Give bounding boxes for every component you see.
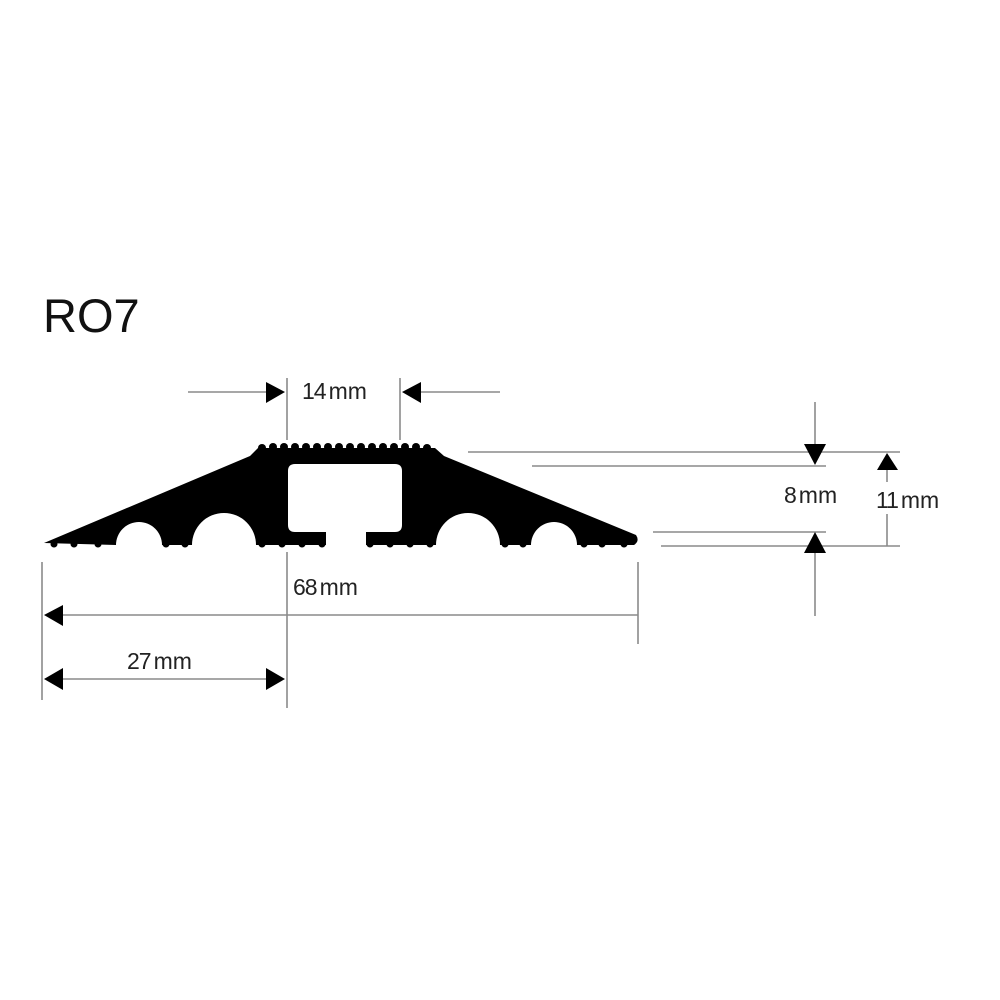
value: 68: [293, 574, 318, 600]
arrow-up-icon: [877, 453, 898, 470]
arrow-right-icon: [266, 668, 285, 690]
unit: mm: [319, 574, 358, 600]
unit: mm: [153, 648, 192, 674]
arrow-right-icon: [266, 382, 285, 403]
profile-shape: [44, 443, 638, 548]
unit: mm: [900, 487, 940, 513]
top-ridges: [258, 443, 431, 452]
value: 27: [127, 648, 152, 674]
bottom-feet: [50, 540, 628, 548]
value: 14: [302, 378, 327, 404]
product-title: RO7: [43, 289, 140, 342]
arrow-up-icon: [804, 532, 826, 553]
dim-overall-width: [41, 552, 639, 708]
dim-channel-width: [188, 378, 500, 440]
arrow-left-icon: [44, 668, 63, 690]
value: 11: [876, 487, 899, 513]
arrow-left-icon: [44, 605, 63, 626]
arrow-left-icon: [402, 382, 421, 403]
arrow-down-icon: [804, 444, 826, 465]
unit: mm: [328, 378, 367, 404]
dim-height-extensions: [468, 402, 900, 616]
arrowheads: [44, 382, 898, 690]
value: 8: [784, 482, 797, 508]
unit: mm: [798, 482, 838, 508]
